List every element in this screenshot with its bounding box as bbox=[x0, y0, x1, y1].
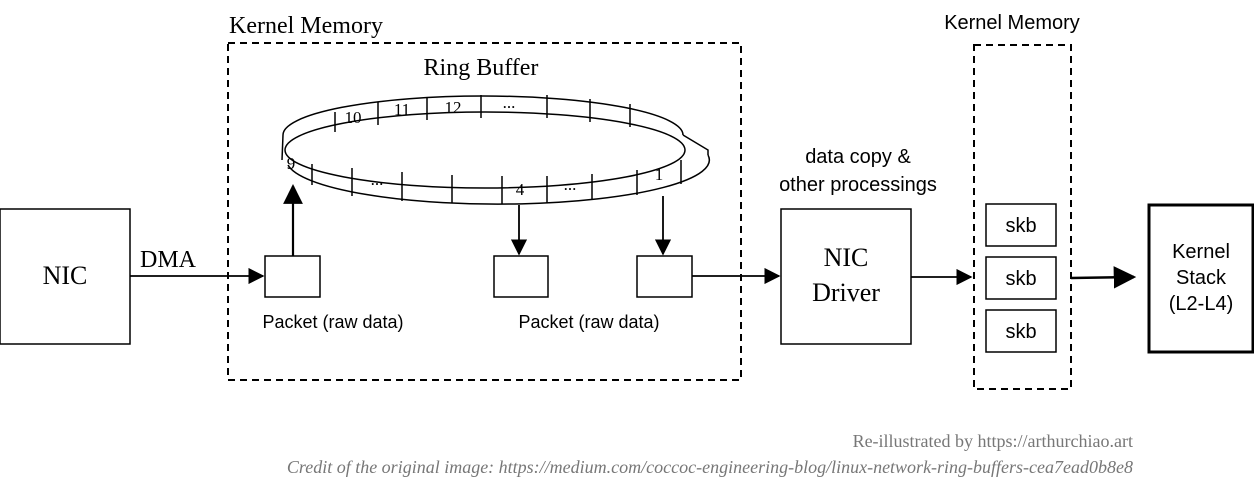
nic-driver-label-line1: NIC bbox=[824, 243, 869, 272]
slot-label-ellipsis-bottom-left: ... bbox=[371, 170, 384, 189]
slot-label-11: 11 bbox=[394, 100, 410, 119]
kernel-stack-line1: Kernel bbox=[1172, 241, 1230, 263]
packet-box-1 bbox=[264, 255, 321, 298]
nic-driver-label-line2: Driver bbox=[812, 278, 880, 307]
slot-label-10: 10 bbox=[345, 108, 362, 127]
packet-box-3 bbox=[636, 255, 693, 298]
nic-box bbox=[0, 208, 131, 345]
ring-buffer-title: Ring Buffer bbox=[424, 55, 539, 81]
copy-text-line1: data copy & bbox=[805, 146, 911, 168]
kernel-stack-box bbox=[1147, 203, 1254, 354]
kernel-memory-region-right bbox=[973, 44, 1072, 390]
kernel-memory-title-right: Kernel Memory bbox=[944, 12, 1080, 34]
skb-label-2: skb bbox=[1005, 268, 1036, 290]
credit-line-1: Re-illustrated by https://arthurchiao.ar… bbox=[853, 431, 1133, 451]
ring-buffer bbox=[281, 95, 711, 207]
arrow-skb-to-stack bbox=[1070, 266, 1137, 289]
credit-line-2: Credit of the original image: https://me… bbox=[287, 457, 1133, 477]
kernel-stack-line3: (L2-L4) bbox=[1169, 293, 1233, 315]
dma-label: DMA bbox=[140, 247, 197, 273]
skb-box-3 bbox=[985, 309, 1057, 353]
packet-label-1: Packet (raw data) bbox=[262, 312, 403, 332]
slot-label-ellipsis-bottom-right: ... bbox=[564, 175, 577, 194]
slot-label-9: 9 bbox=[287, 154, 296, 173]
skb-label-1: skb bbox=[1005, 215, 1036, 237]
packet-label-2: Packet (raw data) bbox=[518, 312, 659, 332]
nic-label: NIC bbox=[43, 261, 88, 290]
skb-box-1 bbox=[985, 203, 1057, 247]
kernel-stack-line2: Stack bbox=[1176, 267, 1227, 289]
skb-label-3: skb bbox=[1005, 321, 1036, 343]
slot-label-4: 4 bbox=[516, 180, 525, 199]
skb-box-2 bbox=[985, 256, 1057, 300]
slot-label-ellipsis-top: ... bbox=[503, 93, 516, 112]
packet-box-2 bbox=[493, 255, 549, 298]
nic-driver-box bbox=[780, 208, 912, 345]
copy-text-line2: other processings bbox=[779, 174, 937, 196]
kernel-memory-region-left bbox=[227, 42, 742, 381]
slot-label-1: 1 bbox=[655, 165, 664, 184]
slot-label-12: 12 bbox=[445, 98, 462, 117]
kernel-memory-title-left: Kernel Memory bbox=[229, 13, 383, 39]
